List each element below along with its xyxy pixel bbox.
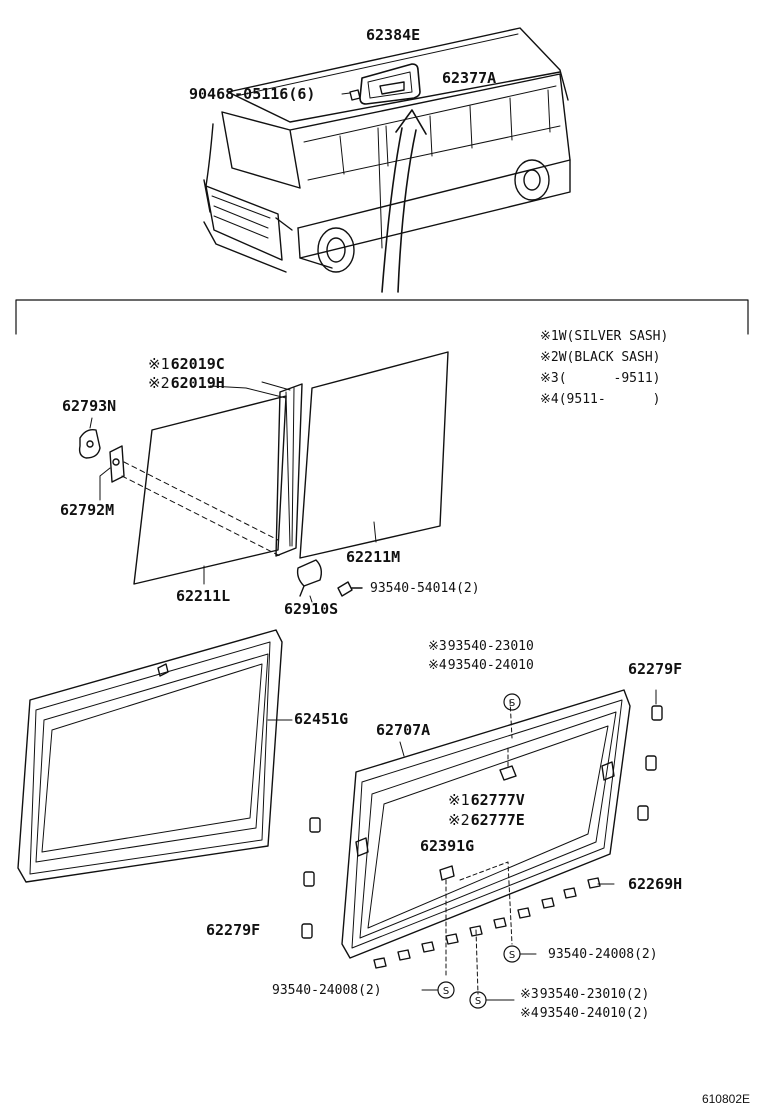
section-bracket (16, 300, 748, 334)
callout-62279f-bottom: 62279F (206, 921, 261, 939)
legend-item-3: ※3( -9511) (540, 371, 661, 386)
callout-62777e: ※262777E (448, 811, 525, 829)
window-62707a (342, 690, 630, 994)
legend-item-4: ※4(9511- ) (540, 392, 661, 407)
callout-62019h: ※262019H (148, 374, 225, 392)
callout-93540-24008-right: 93540-24008(2) (548, 947, 658, 962)
callout-93540-24010-bottom: ※493540-24010(2) (520, 1006, 650, 1021)
van-illustration (204, 28, 570, 292)
callout-62211m: 62211M (346, 548, 401, 566)
drawing-code: 610802E (701, 1092, 750, 1106)
legend-item-1: ※1W(SILVER SASH) (540, 329, 669, 344)
callout-62391g: 62391G (420, 837, 475, 855)
callout-93540-23010-top: ※393540-23010 (428, 639, 534, 654)
callout-62793n: 62793N (62, 397, 117, 415)
screw-s-4: S (475, 996, 481, 1007)
callout-62451g: 62451G (294, 710, 349, 728)
callout-62792m: 62792M (60, 501, 115, 519)
callout-93540-24008-left: 93540-24008(2) (272, 983, 382, 998)
side-glass-assembly (80, 352, 448, 602)
callout-62777v: ※162777V (448, 791, 525, 809)
callout-93540-54014: 93540-54014(2) (370, 581, 480, 596)
legend: ※1W(SILVER SASH) ※2W(BLACK SASH) ※3( -95… (540, 326, 668, 410)
callout-62019c: ※162019C (148, 355, 225, 373)
frame-62451g (18, 630, 292, 882)
callout-62279f-top: 62279F (628, 660, 683, 678)
pads-62269h (374, 878, 600, 968)
callout-62384e: 62384E (366, 26, 421, 44)
callout-62910s: 62910S (284, 600, 339, 618)
callout-93540-24010-top: ※493540-24010 (428, 658, 534, 673)
screw-s-3: S (443, 986, 449, 997)
legend-item-2: ※2W(BLACK SASH) (540, 350, 661, 365)
callout-62377a: 62377A (442, 69, 497, 87)
screw-symbols (422, 694, 536, 1008)
screw-s-2: S (509, 950, 515, 961)
clips-62279f (302, 690, 662, 938)
callout-62707a: 62707A (376, 721, 431, 739)
callout-62211l: 62211L (176, 587, 231, 605)
callout-93540-23010-bottom: ※393540-23010(2) (520, 987, 650, 1002)
callout-62269h: 62269H (628, 875, 683, 893)
callout-90468-05116: 90468-05116(6) (189, 85, 316, 103)
screw-s-1: S (509, 698, 515, 709)
